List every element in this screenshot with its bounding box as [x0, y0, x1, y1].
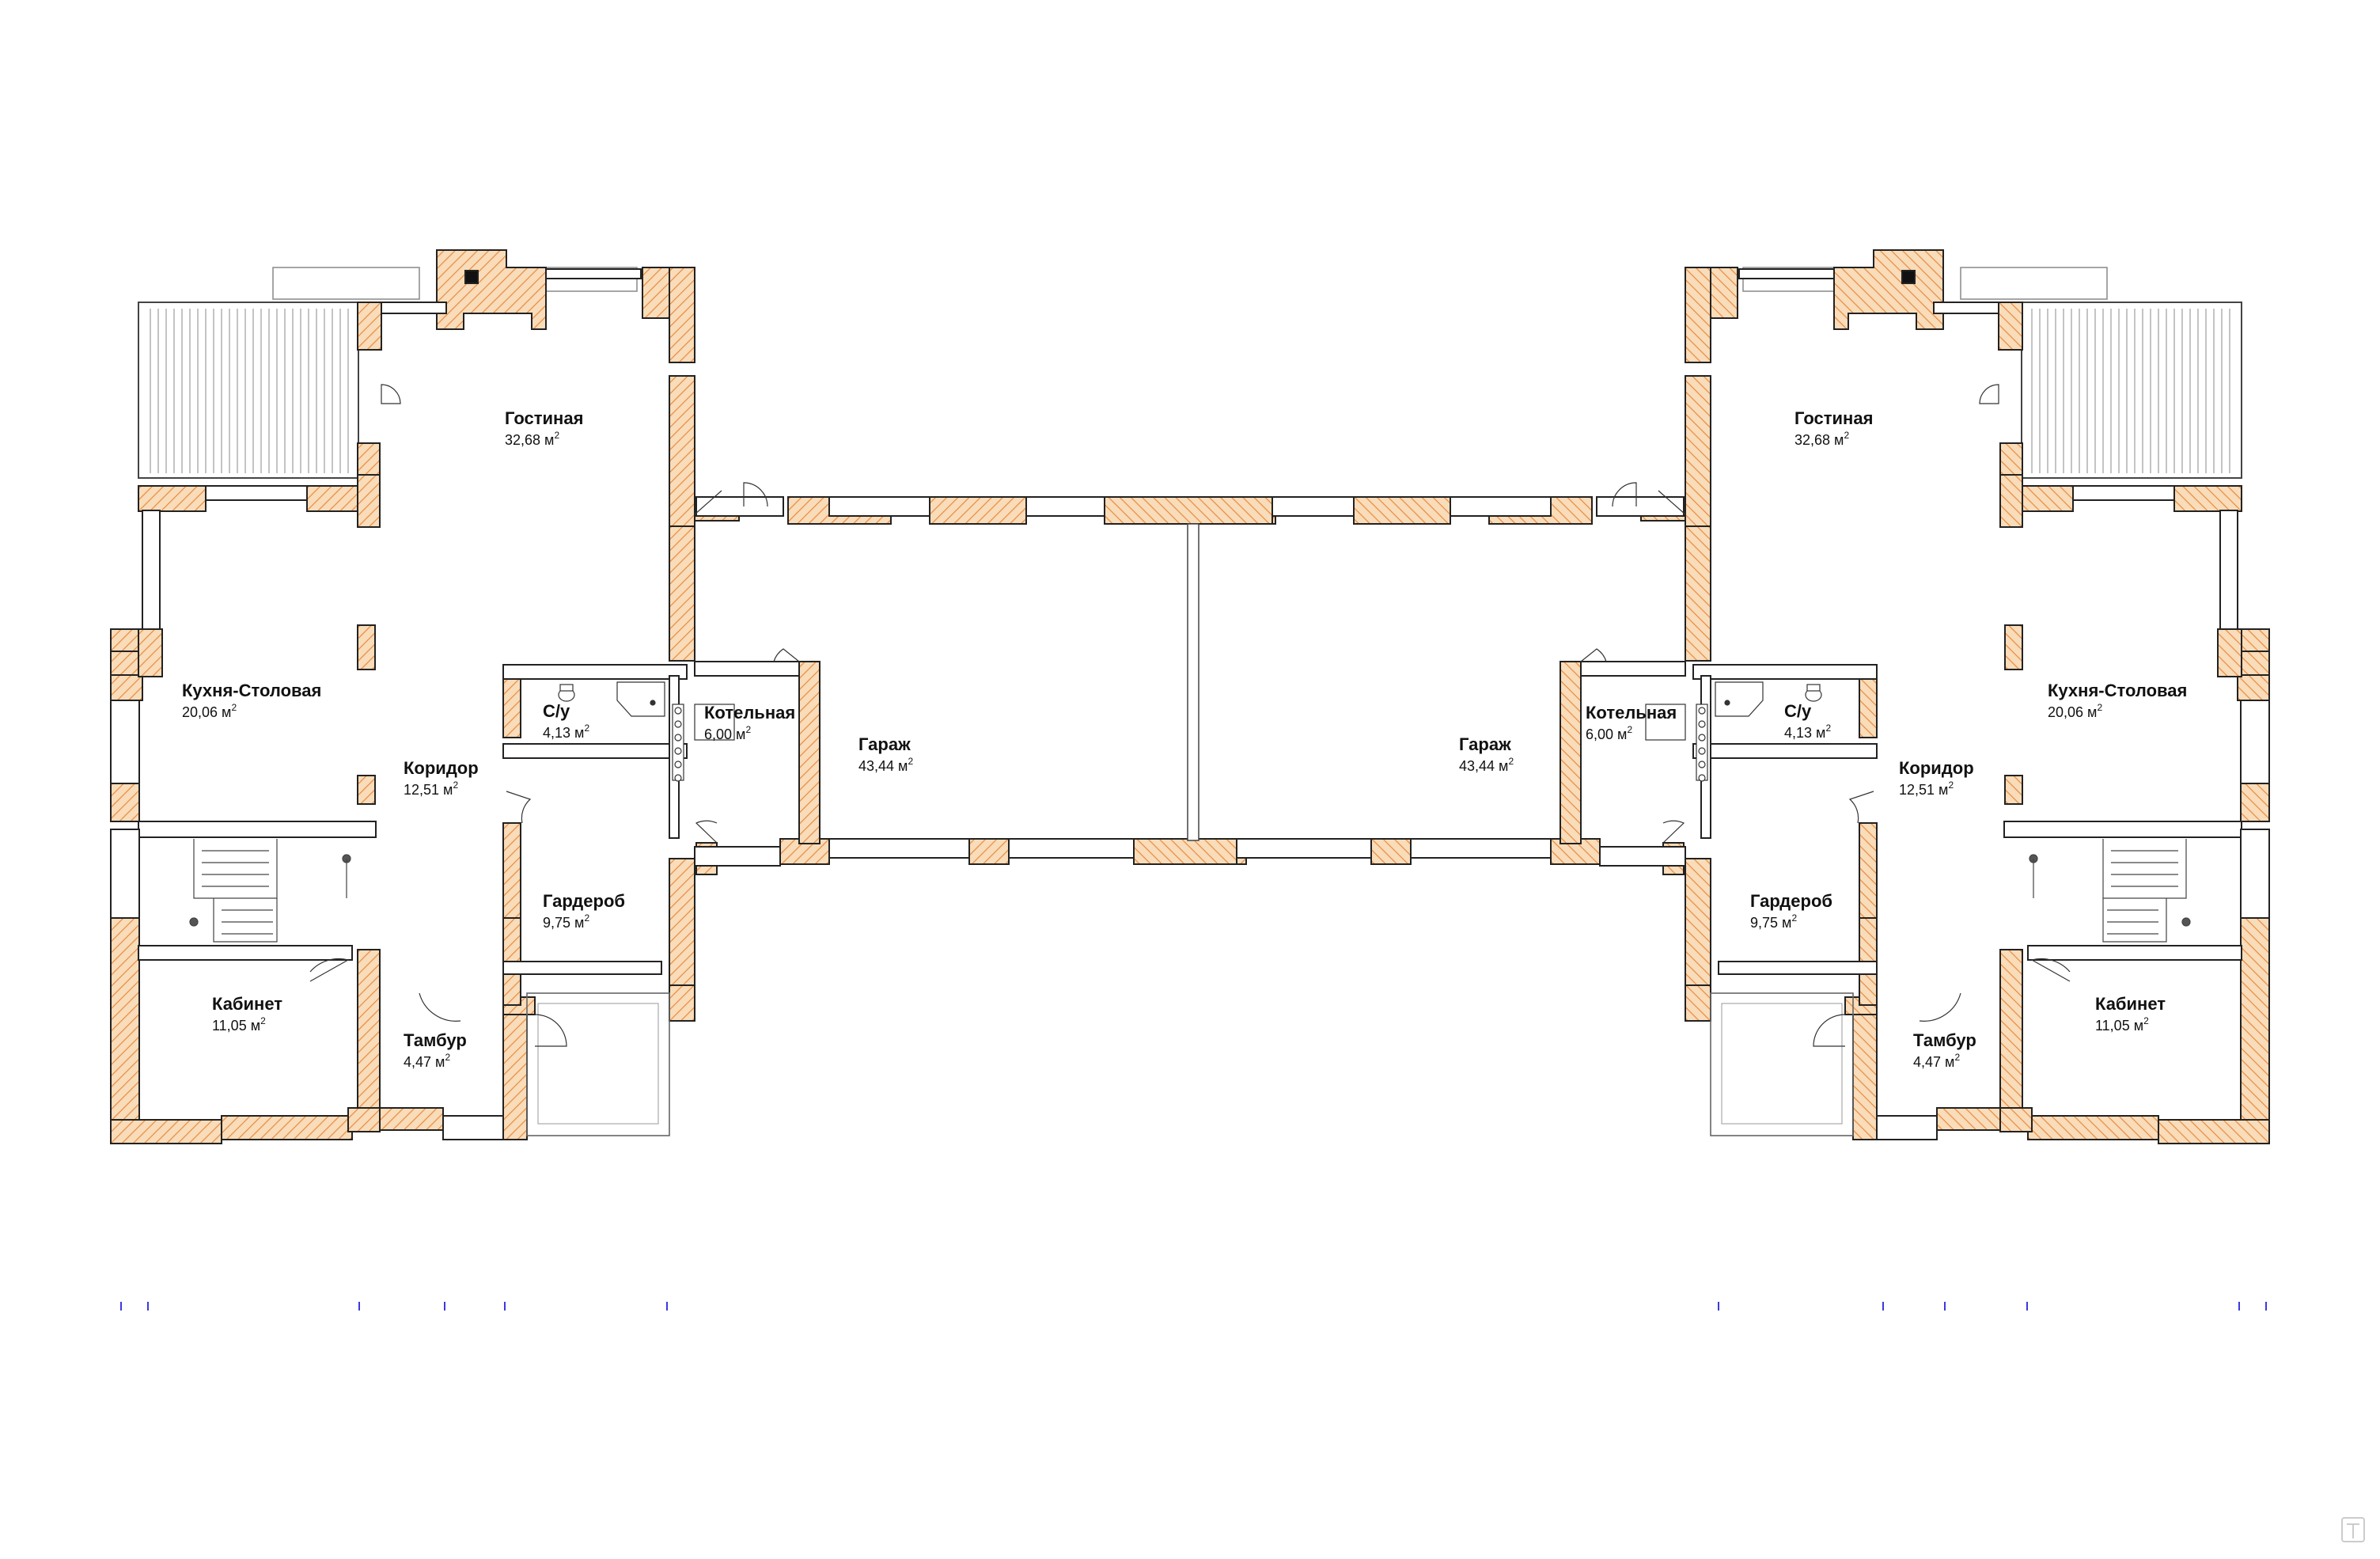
room-area: 12,51 м2 [404, 780, 458, 798]
room-right-garazh: Гараж 43,44 м2 [1459, 734, 1514, 774]
room-name: Котельная [704, 703, 795, 723]
room-name: Гардероб [1750, 891, 1832, 911]
room-area: 20,06 м2 [182, 702, 237, 720]
unit-left-walls [110, 249, 1276, 1144]
room-name: Гараж [858, 734, 911, 754]
room-left-kukhnya: Кухня-Столовая 20,06 м2 [182, 681, 321, 720]
room-name: Кухня-Столовая [2048, 681, 2187, 700]
room-left-su: С/у 4,13 м2 [543, 701, 589, 741]
stair-icon [189, 839, 351, 943]
room-area: 43,44 м2 [1459, 756, 1514, 774]
toilet-icon [558, 684, 575, 702]
room-name: С/у [1784, 701, 1812, 721]
room-name: Тамбур [404, 1030, 467, 1050]
room-left-garazh: Гараж 43,44 м2 [858, 734, 913, 774]
room-area: 32,68 м2 [1794, 430, 1849, 448]
room-area: 32,68 м2 [505, 430, 559, 448]
room-labels: Гостиная 32,68 м2 Кухня-Столовая 20,06 м2 С/… [182, 408, 2187, 1070]
room-area: 9,75 м2 [543, 912, 589, 931]
garage-divider [1187, 523, 1199, 841]
terrace [138, 302, 359, 479]
room-name: С/у [543, 701, 570, 721]
room-name: Кабинет [212, 994, 282, 1014]
room-right-koridor: Коридор 12,51 м2 [1899, 758, 1974, 798]
room-area: 6,00 м2 [704, 724, 751, 742]
axis-ticks [120, 1302, 2267, 1311]
room-right-gostinaya: Гостиная 32,68 м2 [1794, 408, 1873, 448]
room-right-tambur: Тамбур 4,47 м2 [1913, 1030, 1976, 1070]
door-swing-icon [309, 384, 800, 1047]
room-name: Тамбур [1913, 1030, 1976, 1050]
room-name: Кухня-Столовая [182, 681, 321, 700]
room-area: 4,47 м2 [1913, 1052, 1960, 1070]
room-left-koridor: Коридор 12,51 м2 [404, 758, 479, 798]
room-right-kukhnya: Кухня-Столовая 20,06 м2 [2048, 681, 2187, 720]
shower-icon [616, 681, 665, 717]
room-area: 4,13 м2 [543, 723, 589, 741]
room-area: 43,44 м2 [858, 756, 913, 774]
room-area: 6,00 м2 [1586, 724, 1632, 742]
room-name: Кабинет [2095, 994, 2166, 1014]
room-name: Гостиная [505, 408, 583, 428]
room-name: Гостиная [1794, 408, 1873, 428]
room-area: 4,13 м2 [1784, 723, 1831, 741]
room-name: Коридор [404, 758, 479, 778]
room-area: 4,47 м2 [404, 1052, 450, 1070]
room-area: 9,75 м2 [1750, 912, 1797, 931]
room-area: 12,51 м2 [1899, 780, 1954, 798]
room-name: Гараж [1459, 734, 1511, 754]
room-right-su: С/у 4,13 м2 [1784, 701, 1831, 741]
room-area: 11,05 м2 [212, 1015, 266, 1034]
room-left-tambur: Тамбур 4,47 м2 [404, 1030, 467, 1070]
room-left-gostinaya: Гостиная 32,68 м2 [505, 408, 583, 448]
room-name: Котельная [1586, 703, 1677, 723]
boiler-icon [672, 704, 735, 782]
room-area: 20,06 м2 [2048, 702, 2102, 720]
watermark-logo-icon [2341, 1517, 2365, 1542]
room-name: Коридор [1899, 758, 1974, 778]
room-name: Гардероб [543, 891, 625, 911]
room-area: 11,05 м2 [2095, 1015, 2149, 1034]
